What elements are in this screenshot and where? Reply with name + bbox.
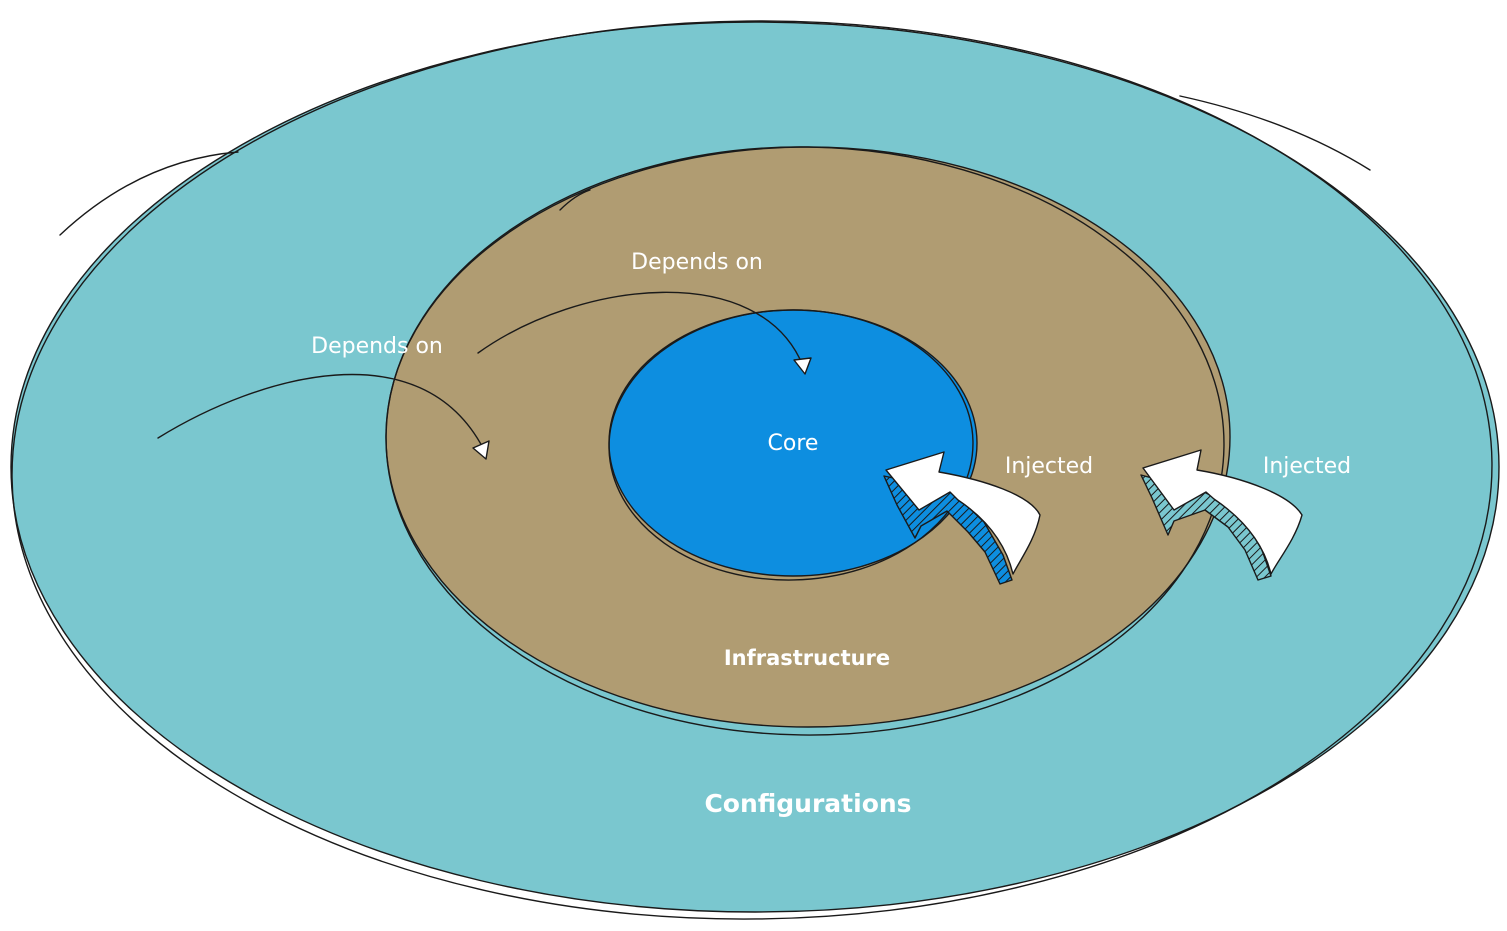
depends-on-label-inner: Depends on — [631, 250, 763, 275]
injected-arrow-infrastructure — [1140, 449, 1303, 581]
core-layer — [608, 309, 978, 581]
injected-arrow-infrastructure-body — [1142, 449, 1303, 575]
depends-on-arrow-inner — [477, 291, 812, 375]
injected-arrow-core — [883, 451, 1041, 585]
core-ellipse — [609, 310, 977, 576]
injected-label-infrastructure: Injected — [1263, 454, 1351, 479]
configurations-label: Configurations — [704, 789, 911, 818]
infrastructure-label: Infrastructure — [724, 646, 890, 670]
depends-on-arrow-outer — [157, 373, 490, 460]
depends-on-label-outer: Depends on — [311, 334, 443, 359]
injected-label-core: Injected — [1005, 454, 1093, 479]
injected-arrow-core-body — [885, 451, 1041, 575]
core-label: Core — [768, 431, 819, 456]
